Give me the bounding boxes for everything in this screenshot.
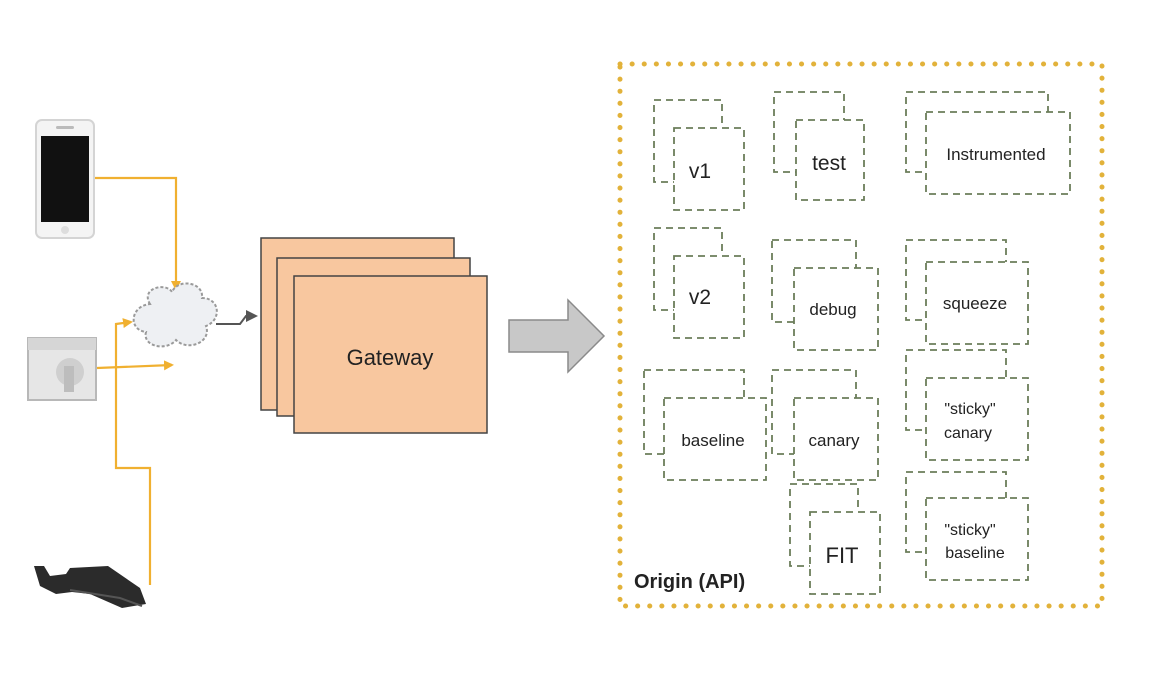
cluster-test-label: test <box>812 152 846 175</box>
big-right-arrow-icon <box>508 298 606 374</box>
cluster-canary: canary <box>771 369 879 481</box>
cluster-squeeze: squeeze <box>905 239 1029 345</box>
cluster-canary-label: canary <box>808 431 860 450</box>
cluster-sticky-baseline: "sticky" baseline <box>905 471 1029 581</box>
cluster-v1: v1 <box>653 99 745 211</box>
cluster-squeeze-label: squeeze <box>943 294 1007 313</box>
cluster-v2-label: v2 <box>689 286 711 309</box>
cluster-baseline-label: baseline <box>681 431 744 450</box>
cluster-fit: FIT <box>789 483 881 595</box>
desktop-computer-icon <box>27 337 97 401</box>
origin-container <box>617 61 1105 609</box>
cluster-test: test <box>773 91 865 201</box>
cluster-baseline: baseline <box>643 369 767 481</box>
origin-label: Origin (API) <box>634 571 745 593</box>
cluster-instrumented: Instrumented <box>905 91 1071 195</box>
cluster-instrumented-label: Instrumented <box>946 145 1045 164</box>
game-console-icon <box>34 566 146 608</box>
cluster-debug: debug <box>771 239 879 351</box>
gateway-label: Gateway <box>347 345 434 370</box>
device-connectors <box>95 176 181 585</box>
cluster-sticky-canary-label-line2: canary <box>944 425 992 442</box>
cluster-v2: v2 <box>653 227 745 339</box>
cluster-sticky-baseline-label-line2: baseline <box>945 545 1005 562</box>
cluster-sticky-canary: "sticky" canary <box>905 349 1029 461</box>
cluster-fit-label: FIT <box>826 543 859 568</box>
gateway-stack: Gateway <box>260 237 488 434</box>
cluster-debug-label: debug <box>809 300 856 319</box>
cloud-to-gateway-arrow <box>216 310 258 325</box>
smartphone-icon <box>35 119 95 239</box>
cluster-v1-label: v1 <box>689 160 711 183</box>
cluster-sticky-canary-label-line1: "sticky" <box>944 401 995 418</box>
cloud-icon <box>132 282 218 348</box>
cluster-sticky-baseline-label-line1: "sticky" <box>944 522 995 539</box>
